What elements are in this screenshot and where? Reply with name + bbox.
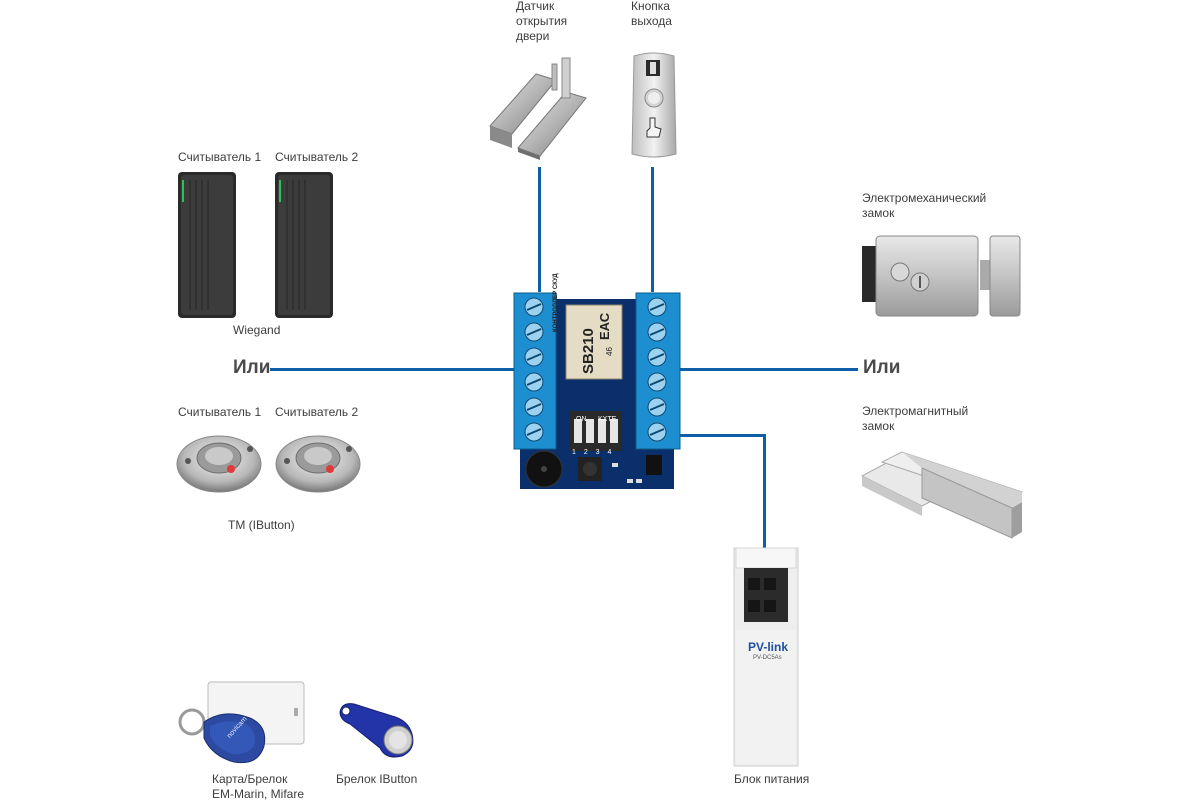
controller-board-icon — [513, 292, 681, 489]
psu-model: PV-DC5As — [753, 655, 782, 661]
wire-right-locks — [680, 368, 858, 371]
mag-lock-label: Электромагнитный замок — [862, 404, 969, 433]
wire-exit-button — [651, 167, 654, 292]
wire-psu-horizontal — [680, 434, 766, 437]
reader1-bottom-label: Считыватель 1 — [178, 405, 262, 419]
card-fob-label: Карта/Брелок EM-Marin, Mifare — [212, 772, 305, 801]
controller-dip-brand: KXTE — [598, 416, 617, 423]
or-left-label: Или — [233, 357, 271, 378]
wire-left-readers — [270, 368, 515, 371]
controller-dip-on: ON — [576, 416, 587, 423]
power-supply-label: Блок питания — [734, 772, 810, 786]
reader2-top-label: Считыватель 2 — [275, 150, 359, 164]
controller-label-line1: КОНТРОЛЛЕР СКУД — [553, 273, 559, 332]
reader1-top-label: Считыватель 1 — [178, 150, 262, 164]
door-sensor-icon — [489, 57, 587, 160]
card-and-fob-icon — [178, 681, 305, 764]
controller-eac-mark: ЕАС — [597, 312, 612, 340]
em-lock-label: Электромеханический замок — [862, 191, 987, 220]
ibutton-reader-2-icon — [275, 435, 361, 493]
door-sensor-label: Датчик открытия двери — [516, 0, 568, 43]
ibutton-key-icon — [339, 703, 414, 758]
exit-button-label: Кнопка выхода — [631, 0, 672, 28]
controller-dip-numbers: 1 2 3 4 — [572, 449, 615, 456]
reader2-bottom-label: Считыватель 2 — [275, 405, 359, 419]
controller-num: 46 — [605, 347, 614, 356]
wire-door-sensor — [538, 167, 541, 292]
wiegand-label: Wiegand — [233, 323, 281, 337]
ibutton-reader-1-icon — [176, 435, 262, 493]
electromagnetic-lock-icon — [860, 451, 1024, 539]
exit-button-icon — [631, 52, 677, 158]
power-supply-icon — [733, 547, 799, 767]
proximity-reader-2-icon — [275, 172, 333, 318]
tm-ibutton-label: TM (IButton) — [228, 518, 295, 532]
wire-psu-vertical — [763, 434, 766, 548]
psu-brand: PV-link — [748, 640, 789, 654]
controller-model: SB210 — [580, 328, 597, 374]
proximity-reader-1-icon — [178, 172, 236, 318]
electromechanical-lock-icon — [862, 235, 1021, 317]
or-right-label: Или — [863, 357, 901, 378]
ibutton-fob-label: Брелок IButton — [336, 772, 418, 786]
